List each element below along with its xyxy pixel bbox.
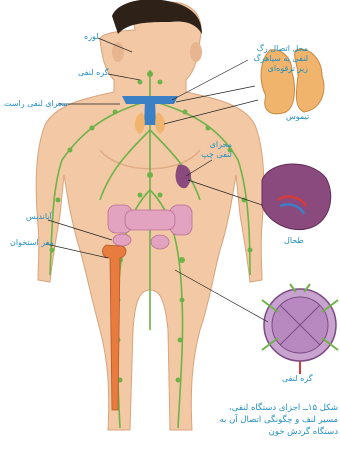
label-lymph-node-detail: گره لنفی	[282, 374, 313, 384]
spleen-detail	[262, 164, 331, 230]
caption-line-2: مسیر لنف و چگونگی اتصال آن به	[200, 414, 338, 426]
label-lymph-node-neck: گره لنفی	[78, 68, 109, 78]
caption-line-1: شکل ۱۵ــ اجزای دستگاه لنفی،	[200, 402, 338, 414]
label-appendix: آپاندیس	[26, 212, 52, 222]
label-left-lymph-duct: مجرای لنفی چپ	[200, 140, 232, 160]
label-junction: محل اتصال رگ لنفی به سیاهرگ زیر ترقوه‌ای	[250, 44, 308, 74]
label-bone-marrow: مغز استخوان	[10, 238, 54, 248]
label-thymus: تیموس	[286, 112, 309, 122]
figure-caption: شکل ۱۵ــ اجزای دستگاه لنفی، مسیر لنف و چ…	[200, 402, 338, 438]
lymph-node-detail	[262, 284, 338, 374]
label-right-lymph-duct: مجرای لنفی راست	[4, 99, 68, 109]
label-spleen: طحال	[284, 236, 304, 246]
caption-line-3: دستگاه گردش خون	[200, 426, 338, 438]
label-tonsil: لوزه	[84, 32, 99, 42]
